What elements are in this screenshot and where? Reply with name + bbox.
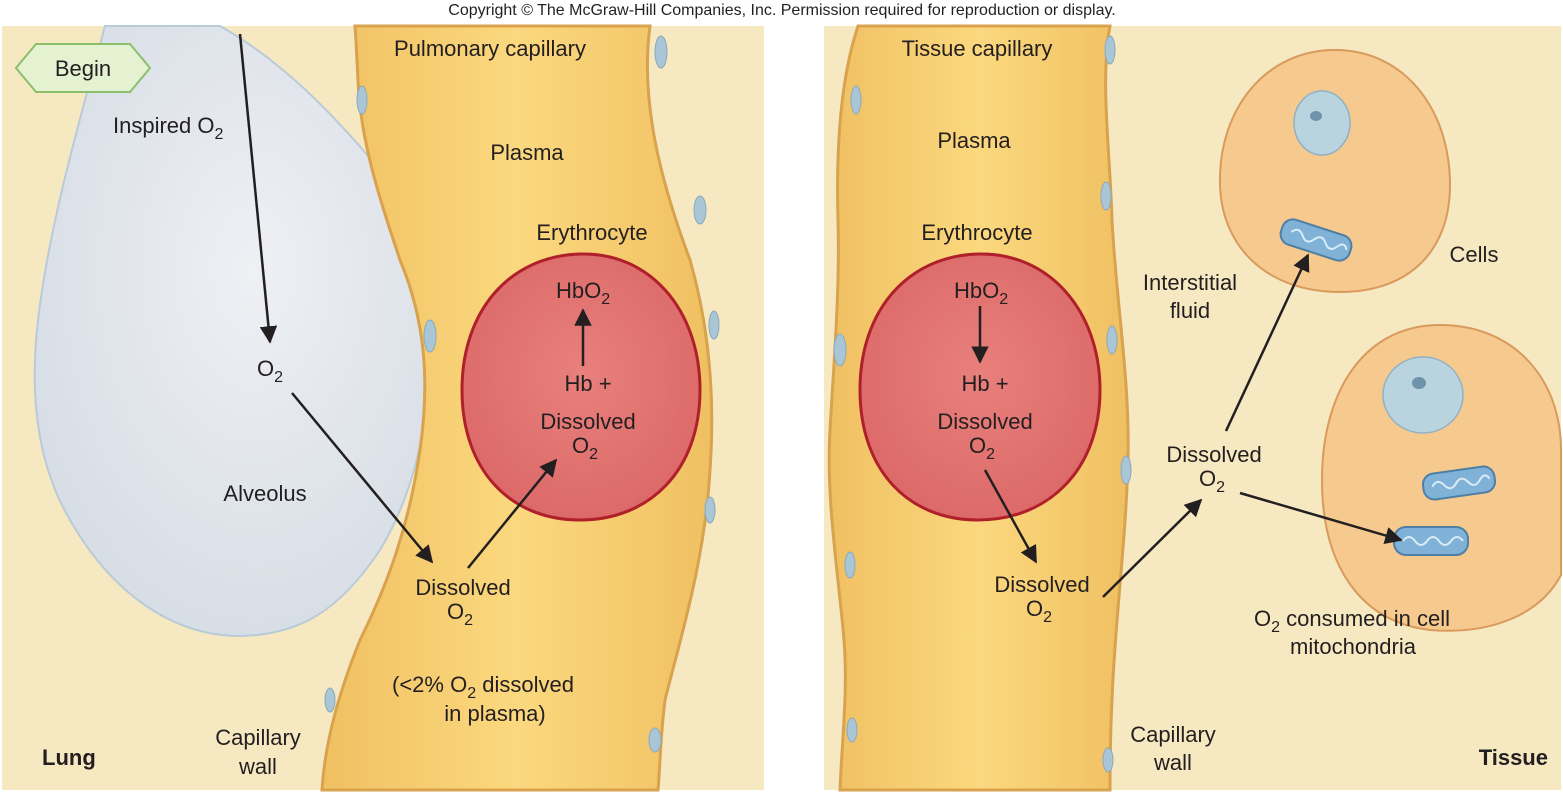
- lung-plasma-dissolved-label: Dissolved: [415, 575, 510, 600]
- tissue-plasma-dissolved-label: Dissolved: [994, 572, 1089, 597]
- upper-cell-mitochondrion: [1279, 218, 1353, 262]
- lung-hb-plus-label: Hb +: [564, 371, 611, 396]
- upper-cell-nucleus: [1293, 90, 1351, 156]
- lung-rbc-dissolved-label: Dissolved: [540, 409, 635, 434]
- pulmonary-wall-nuclei: [324, 35, 720, 753]
- interstitial-label-1: Interstitial: [1143, 270, 1237, 295]
- lung-hbo2-label: HbO2: [556, 278, 610, 308]
- tissue-erythrocyte-label: Erythrocyte: [921, 220, 1032, 245]
- lung-capillary-wall-label-1: Capillary: [215, 725, 301, 750]
- lung-plasma-label: Plasma: [490, 140, 564, 165]
- tissue-hb-plus-label: Hb +: [961, 371, 1008, 396]
- interstitial-dissolved-o2-label: O2: [1199, 466, 1225, 496]
- lower-cell-mitochondrion-1: [1421, 465, 1497, 501]
- lung-capillary-wall-label-2: wall: [238, 754, 277, 779]
- lung-plasma-dissolved-o2-label: O2: [447, 599, 473, 629]
- interstitial-label-2: fluid: [1170, 298, 1210, 323]
- arrow-rbc-to-plasma: [983, 469, 1038, 564]
- alveolus-label: Alveolus: [223, 481, 306, 506]
- plasma-note-line1: (<2% O2 dissolved: [392, 672, 574, 702]
- pulmonary-capillary-label: Pulmonary capillary: [394, 36, 586, 61]
- tissue-panel-label: Tissue: [1479, 745, 1548, 770]
- tissue-erythrocyte: [858, 252, 1102, 522]
- tissue-wall-nuclei: [833, 35, 1132, 773]
- tissue-plasma-dissolved-o2-label: O2: [1026, 596, 1052, 626]
- begin-badge: Begin: [14, 43, 152, 93]
- lung-erythrocyte-label: Erythrocyte: [536, 220, 647, 245]
- tissue-rbc-dissolved-label: Dissolved: [937, 409, 1032, 434]
- lung-rbc-dissolved-o2-label: O2: [572, 433, 598, 463]
- arrow-o2-to-plasma: [291, 392, 434, 564]
- lower-cell-nucleus: [1382, 356, 1464, 434]
- lung-panel: Begin Inspired O2 O2 Alveolus Pulmonary …: [2, 24, 764, 792]
- lung-erythrocyte: [460, 252, 702, 522]
- arrow-interstitial-to-lower-mito: [1239, 491, 1403, 544]
- consumed-label-2: mitochondria: [1290, 634, 1417, 659]
- tissue-panel: Tissue capillary Plasma Erythrocyte HbO2…: [824, 24, 1562, 792]
- tissue-capillary-label: Tissue capillary: [902, 36, 1053, 61]
- tissue-plasma-label: Plasma: [937, 128, 1011, 153]
- plasma-note-line2: in plasma): [444, 701, 545, 726]
- tissue-hbo2-label: HbO2: [954, 278, 1008, 308]
- begin-label: Begin: [55, 56, 111, 81]
- interstitial-dissolved-label: Dissolved: [1166, 442, 1261, 467]
- arrow-inspired-to-o2: [238, 33, 278, 344]
- arrow-interstitial-to-upper-cell: [1224, 253, 1310, 432]
- arrow-plasma-to-interstitial: [1102, 498, 1203, 598]
- lung-panel-label: Lung: [42, 745, 96, 770]
- arrow-plasma-to-rbc: [467, 458, 558, 569]
- tissue-capillary-wall-label-2: wall: [1153, 750, 1192, 775]
- tissue-rbc-dissolved-o2-label: O2: [969, 433, 995, 463]
- tissue-cell-upper: [1218, 48, 1452, 294]
- copyright-text: Copyright © The McGraw-Hill Companies, I…: [448, 2, 1115, 19]
- alveolar-o2-label: O2: [257, 356, 283, 386]
- tissue-capillary-wall-label-1: Capillary: [1130, 722, 1216, 747]
- cells-label: Cells: [1450, 242, 1499, 267]
- lower-cell-mitochondrion-2: [1393, 526, 1469, 556]
- inspired-o2-label: Inspired O2: [113, 113, 224, 143]
- consumed-label-1: O2 consumed in cell: [1254, 606, 1450, 636]
- tissue-cell-lower: [1320, 323, 1562, 632]
